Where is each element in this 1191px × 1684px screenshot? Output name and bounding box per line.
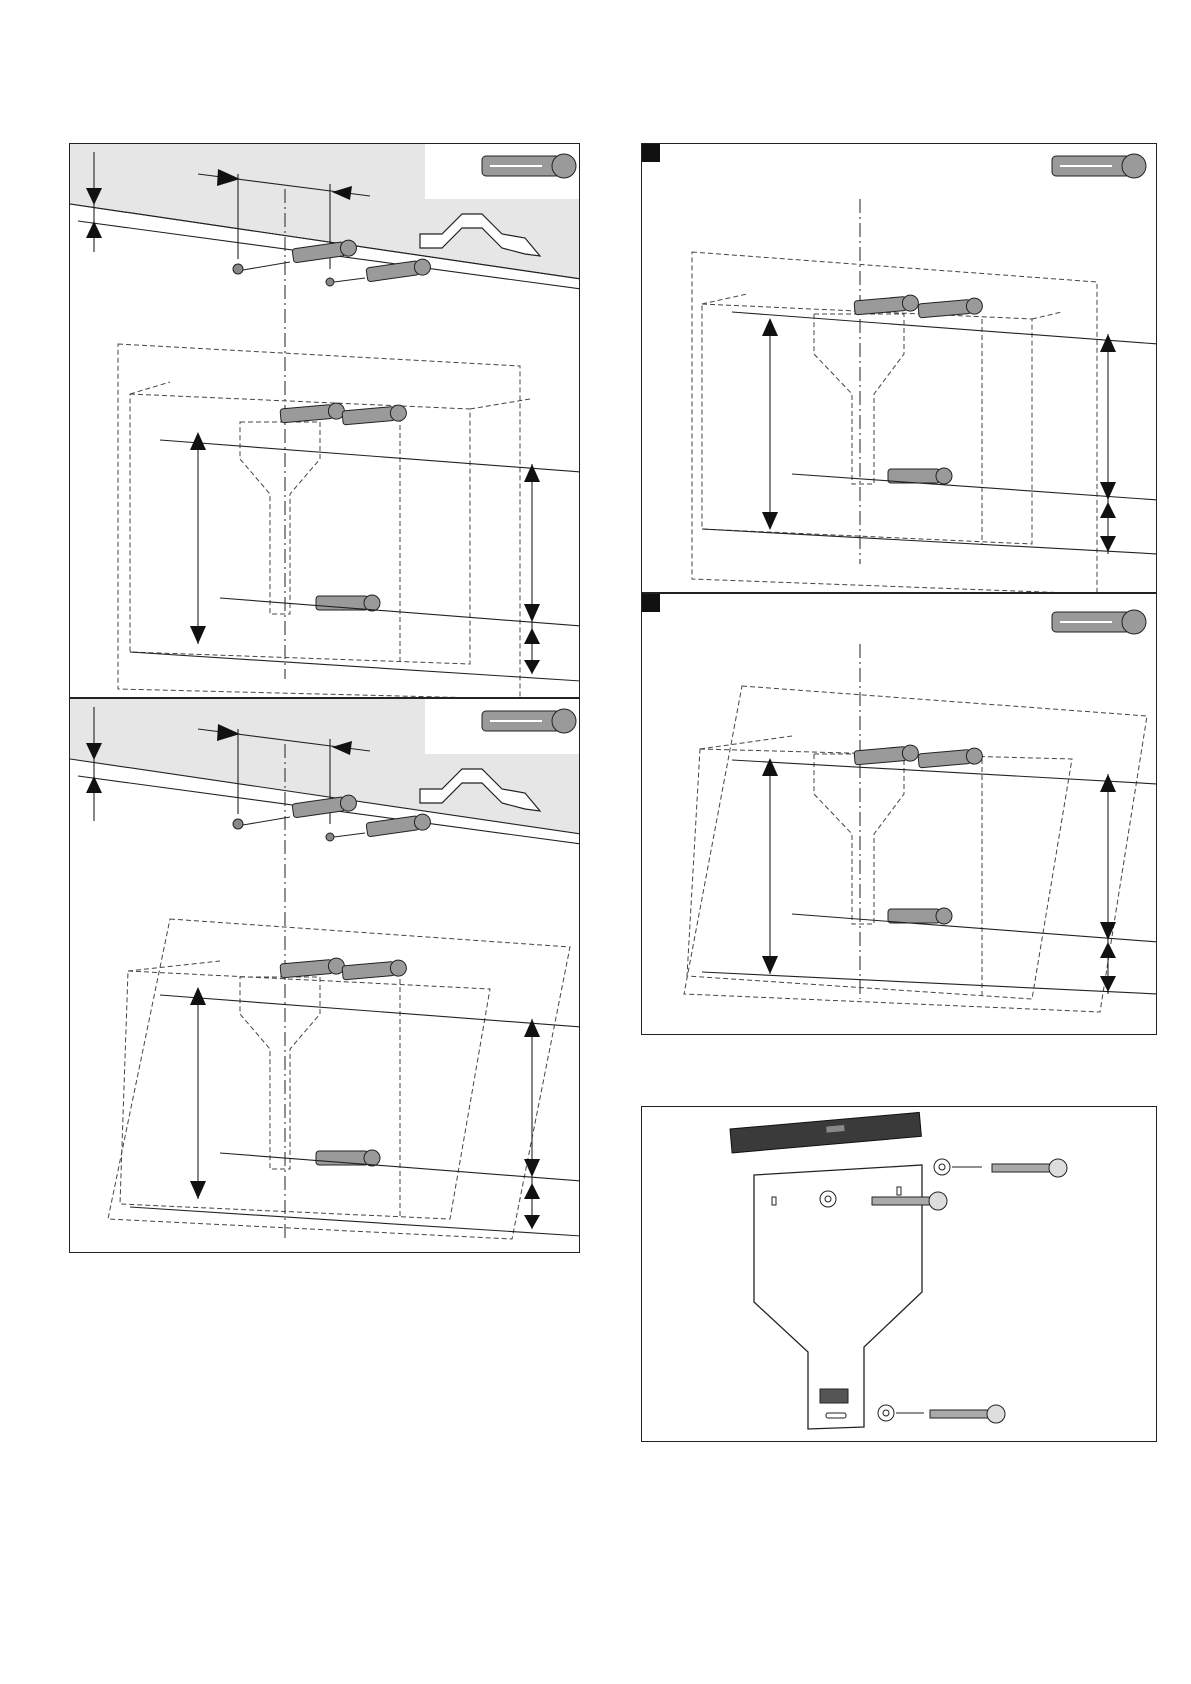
step-panel-4: [641, 593, 1157, 1035]
cabinet-drill-diagram: [642, 144, 1157, 593]
wall-plug-icon: [292, 239, 358, 264]
screw-icon: [992, 1159, 1067, 1177]
wall-plug-icon: [316, 1150, 380, 1166]
wall-plug-icon: [292, 794, 358, 819]
drill-hole: [233, 264, 243, 274]
wall-plug-icon: [482, 709, 576, 733]
washer-icon: [934, 1159, 950, 1175]
spirit-level-icon: [730, 1112, 921, 1152]
cabinet-drill-diagram-slanted: [642, 594, 1157, 1035]
washer-icon: [820, 1191, 836, 1207]
wall-plug-icon: [366, 258, 432, 283]
template-level-diagram: [642, 1107, 1157, 1442]
screw-icon: [930, 1405, 1005, 1423]
wall-plug-icon: [316, 595, 380, 611]
washer-icon: [878, 1405, 894, 1421]
step-panel-1: [69, 143, 580, 698]
wall-mounting-diagram: [70, 144, 580, 698]
wall-plug-icon: [280, 957, 345, 979]
step-panel-2: [69, 698, 580, 1253]
wall-plug-icon: [1052, 154, 1146, 178]
wall-plug-icon: [482, 154, 576, 178]
wall-mounting-diagram-slanted: [70, 699, 580, 1253]
wall-plug-icon: [854, 744, 919, 766]
wall-plug-icon: [918, 747, 983, 769]
step-panel-3: [641, 143, 1157, 593]
wall-plug-icon: [1052, 610, 1146, 634]
wall-plug-icon: [366, 813, 432, 838]
step-panel-5: [641, 1106, 1157, 1442]
wall-plug-icon: [342, 959, 407, 981]
wall-plug-icon: [280, 402, 345, 424]
wall-plug-icon: [342, 404, 407, 426]
